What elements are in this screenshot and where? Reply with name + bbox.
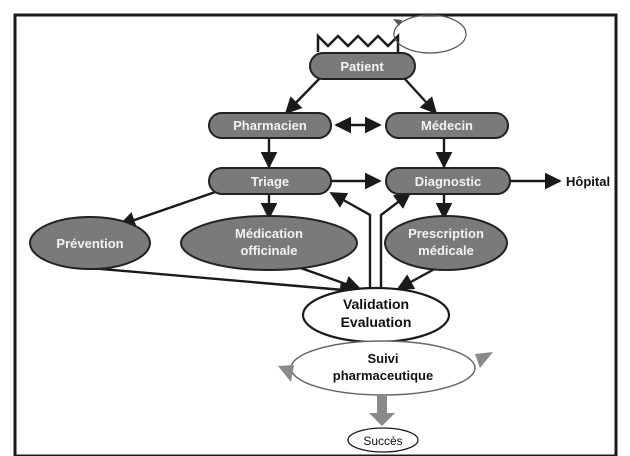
node-pharmacien: Pharmacien — [208, 112, 332, 139]
cycle-arrow-right-icon — [475, 352, 493, 368]
node-patient-label: Patient — [340, 59, 384, 74]
node-succes-label: Succès — [363, 434, 402, 448]
node-hopital-label: Hôpital — [566, 174, 610, 189]
crown-icon — [316, 32, 400, 52]
node-prescription-label-line2: médicale — [418, 243, 474, 258]
node-patient: Patient — [309, 52, 416, 80]
diagram-frame — [13, 13, 618, 456]
node-validation-evaluation: Validation Evaluation — [301, 286, 451, 344]
node-diagnostic-label: Diagnostic — [415, 174, 481, 189]
circular-arrow-icon — [393, 14, 467, 54]
node-prevention-label: Prévention — [56, 236, 123, 251]
arrow-suivi-succes — [369, 395, 395, 426]
arrow-triage-prevention — [118, 187, 225, 228]
node-diagnostic: Diagnostic — [385, 167, 511, 195]
node-validation-label-line2: Evaluation — [341, 314, 412, 330]
node-prescription-label-line1: Prescription — [408, 226, 484, 241]
node-medication-officinale: Médication officinale — [180, 215, 358, 271]
arrow-patient-medecin — [403, 77, 438, 115]
arrow-validation-diagnostic — [379, 191, 412, 290]
arrow-medication-validation — [294, 264, 362, 292]
arrow-patient-pharmacien — [284, 77, 321, 115]
node-triage: Triage — [208, 167, 332, 195]
arrow-validation-triage — [329, 191, 372, 290]
node-medecin: Médecin — [385, 112, 509, 139]
node-prevention: Prévention — [29, 216, 151, 270]
node-suivi-pharmaceutique: Suivi pharmaceutique — [278, 340, 493, 396]
cycle-arrow-left-icon — [278, 365, 294, 382]
node-prescription-medicale: Prescription médicale — [384, 215, 508, 271]
node-suivi-label-line2: pharmaceutique — [333, 368, 433, 383]
node-triage-label: Triage — [251, 174, 289, 189]
node-pharmacien-label: Pharmacien — [233, 118, 307, 133]
node-suivi-label-line1: Suivi — [367, 351, 398, 366]
node-medication-label-line2: officinale — [240, 243, 297, 258]
node-validation-label-line1: Validation — [343, 296, 409, 312]
node-succes: Succès — [347, 427, 419, 453]
node-medecin-label: Médecin — [421, 118, 473, 133]
arrow-prevention-validation — [89, 266, 357, 299]
arrows — [89, 77, 562, 299]
node-medication-label-line1: Médication — [235, 226, 303, 241]
